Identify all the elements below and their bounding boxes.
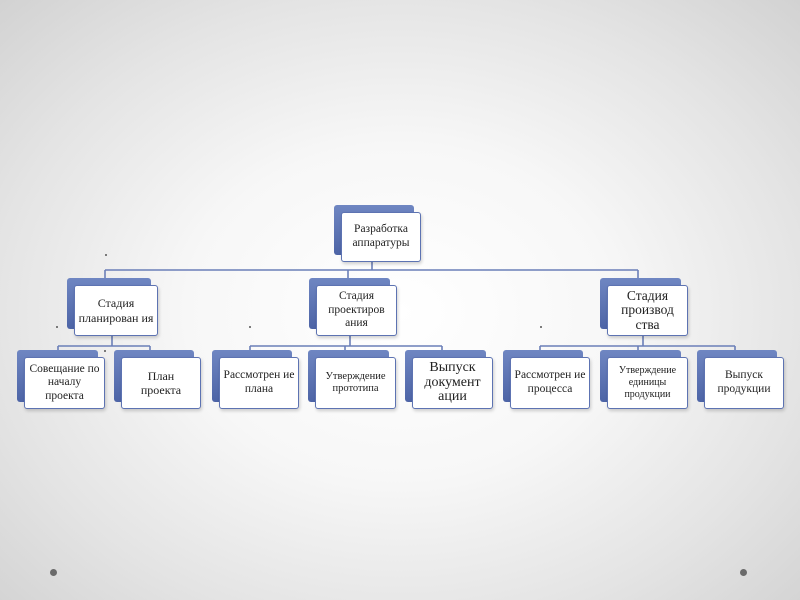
node-stage-design-label: Стадия проектиров ания	[316, 285, 397, 336]
corner-dot-left	[50, 569, 57, 576]
node-stage-design[interactable]: Стадия проектиров ания	[309, 278, 397, 336]
decor-dot	[56, 326, 58, 328]
node-production-release-label: Выпуск продукции	[704, 357, 784, 409]
node-unit-approval[interactable]: Утверждение единицы продукции	[600, 350, 688, 409]
decor-dot	[540, 326, 542, 328]
corner-dot-right	[740, 569, 747, 576]
node-unit-approval-label: Утверждение единицы продукции	[607, 357, 688, 409]
node-prototype-approval[interactable]: Утверждение прототипа	[308, 350, 396, 409]
node-stage-production[interactable]: Стадия производ ства	[600, 278, 688, 336]
node-root[interactable]: Разработка аппаратуры	[334, 205, 421, 262]
node-project-plan-label: План проекта	[121, 357, 201, 409]
node-prototype-approval-label: Утверждение прототипа	[315, 357, 396, 409]
node-process-review[interactable]: Рассмотрен ие процесса	[503, 350, 590, 409]
node-documentation-release[interactable]: Выпуск документ ации	[405, 350, 493, 409]
node-plan-review[interactable]: Рассмотрен ие плана	[212, 350, 299, 409]
node-root-label: Разработка аппаратуры	[341, 212, 421, 262]
node-documentation-release-label: Выпуск документ ации	[412, 357, 493, 409]
node-process-review-label: Рассмотрен ие процесса	[510, 357, 590, 409]
decor-dot	[249, 326, 251, 328]
node-project-plan[interactable]: План проекта	[114, 350, 201, 409]
decor-dot	[104, 350, 106, 352]
node-kickoff-meeting-label: Совещание по началу проекта	[24, 357, 105, 409]
node-production-release[interactable]: Выпуск продукции	[697, 350, 784, 409]
node-stage-planning[interactable]: Стадия планирован ия	[67, 278, 158, 336]
node-kickoff-meeting[interactable]: Совещание по началу проекта	[17, 350, 105, 409]
node-stage-planning-label: Стадия планирован ия	[74, 285, 158, 336]
node-stage-production-label: Стадия производ ства	[607, 285, 688, 336]
node-plan-review-label: Рассмотрен ие плана	[219, 357, 299, 409]
decor-dot	[105, 254, 107, 256]
